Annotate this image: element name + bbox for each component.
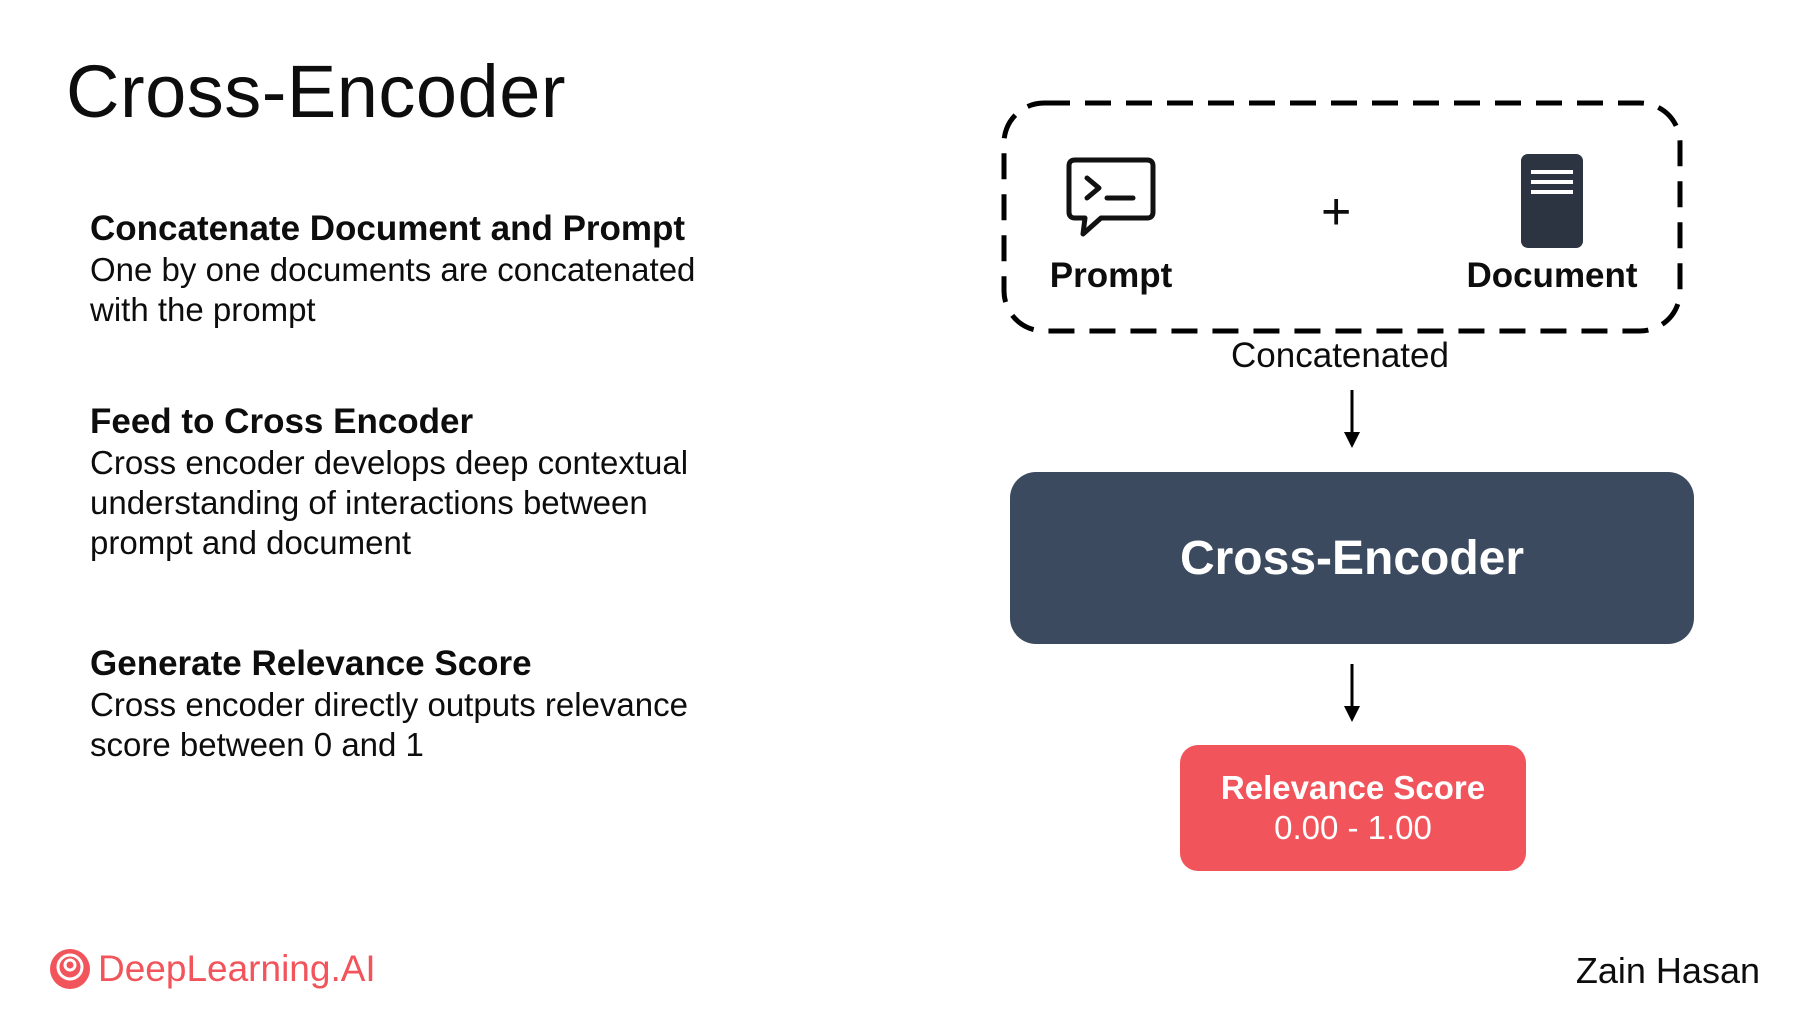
author-name: Zain Hasan: [1575, 950, 1760, 991]
point-description-line: Cross encoder develops deep contextual: [90, 444, 689, 481]
cross-encoder-label: Cross-Encoder: [1179, 531, 1525, 585]
point-concatenate: Concatenate Document and Prompt One by o…: [90, 208, 810, 330]
logo-text: DeepLearning.AI: [98, 948, 376, 989]
prompt-label: Prompt: [1049, 256, 1173, 295]
logo-mark-icon: [50, 949, 90, 989]
point-description-line: One by one documents are concatenated: [90, 251, 696, 288]
relevance-score-block: Relevance Score 0.00 - 1.00: [1180, 745, 1526, 871]
point-description-line: score between 0 and 1: [90, 726, 424, 763]
point-heading: Generate Relevance Score: [90, 644, 532, 683]
relevance-score-range: 0.00 - 1.00: [1274, 809, 1432, 846]
concatenation-group: Prompt + Document: [1001, 100, 1683, 334]
point-description: One by one documents are concatenated wi…: [90, 250, 810, 330]
point-description-line: prompt and document: [90, 524, 412, 561]
point-description-line: understanding of interactions between: [90, 484, 648, 521]
deeplearning-ai-logo: DeepLearning.AI: [48, 947, 376, 991]
plus-symbol: +: [1321, 183, 1352, 241]
dashed-border: [1001, 100, 1683, 334]
concatenated-label: Concatenated: [1231, 336, 1449, 375]
chat-terminal-icon: [1065, 156, 1157, 243]
cross-encoder-block: Cross-Encoder: [1010, 472, 1694, 644]
document-icon: [1521, 154, 1583, 253]
point-description: Cross encoder develops deep contextual u…: [90, 443, 810, 563]
document-label: Document: [1466, 256, 1638, 295]
slide-title: Cross-Encoder: [66, 50, 567, 133]
point-feed: Feed to Cross Encoder Cross encoder deve…: [90, 401, 810, 563]
arrow-down-icon: [1344, 390, 1360, 448]
point-description: Cross encoder directly outputs relevance…: [90, 685, 810, 765]
arrow-down-icon: [1344, 664, 1360, 722]
point-heading: Feed to Cross Encoder: [90, 402, 474, 441]
point-generate: Generate Relevance Score Cross encoder d…: [90, 643, 810, 765]
point-heading: Concatenate Document and Prompt: [90, 209, 686, 248]
point-description-line: Cross encoder directly outputs relevance: [90, 686, 688, 723]
point-description-line: with the prompt: [90, 291, 316, 328]
relevance-score-title: Relevance Score: [1220, 769, 1486, 806]
